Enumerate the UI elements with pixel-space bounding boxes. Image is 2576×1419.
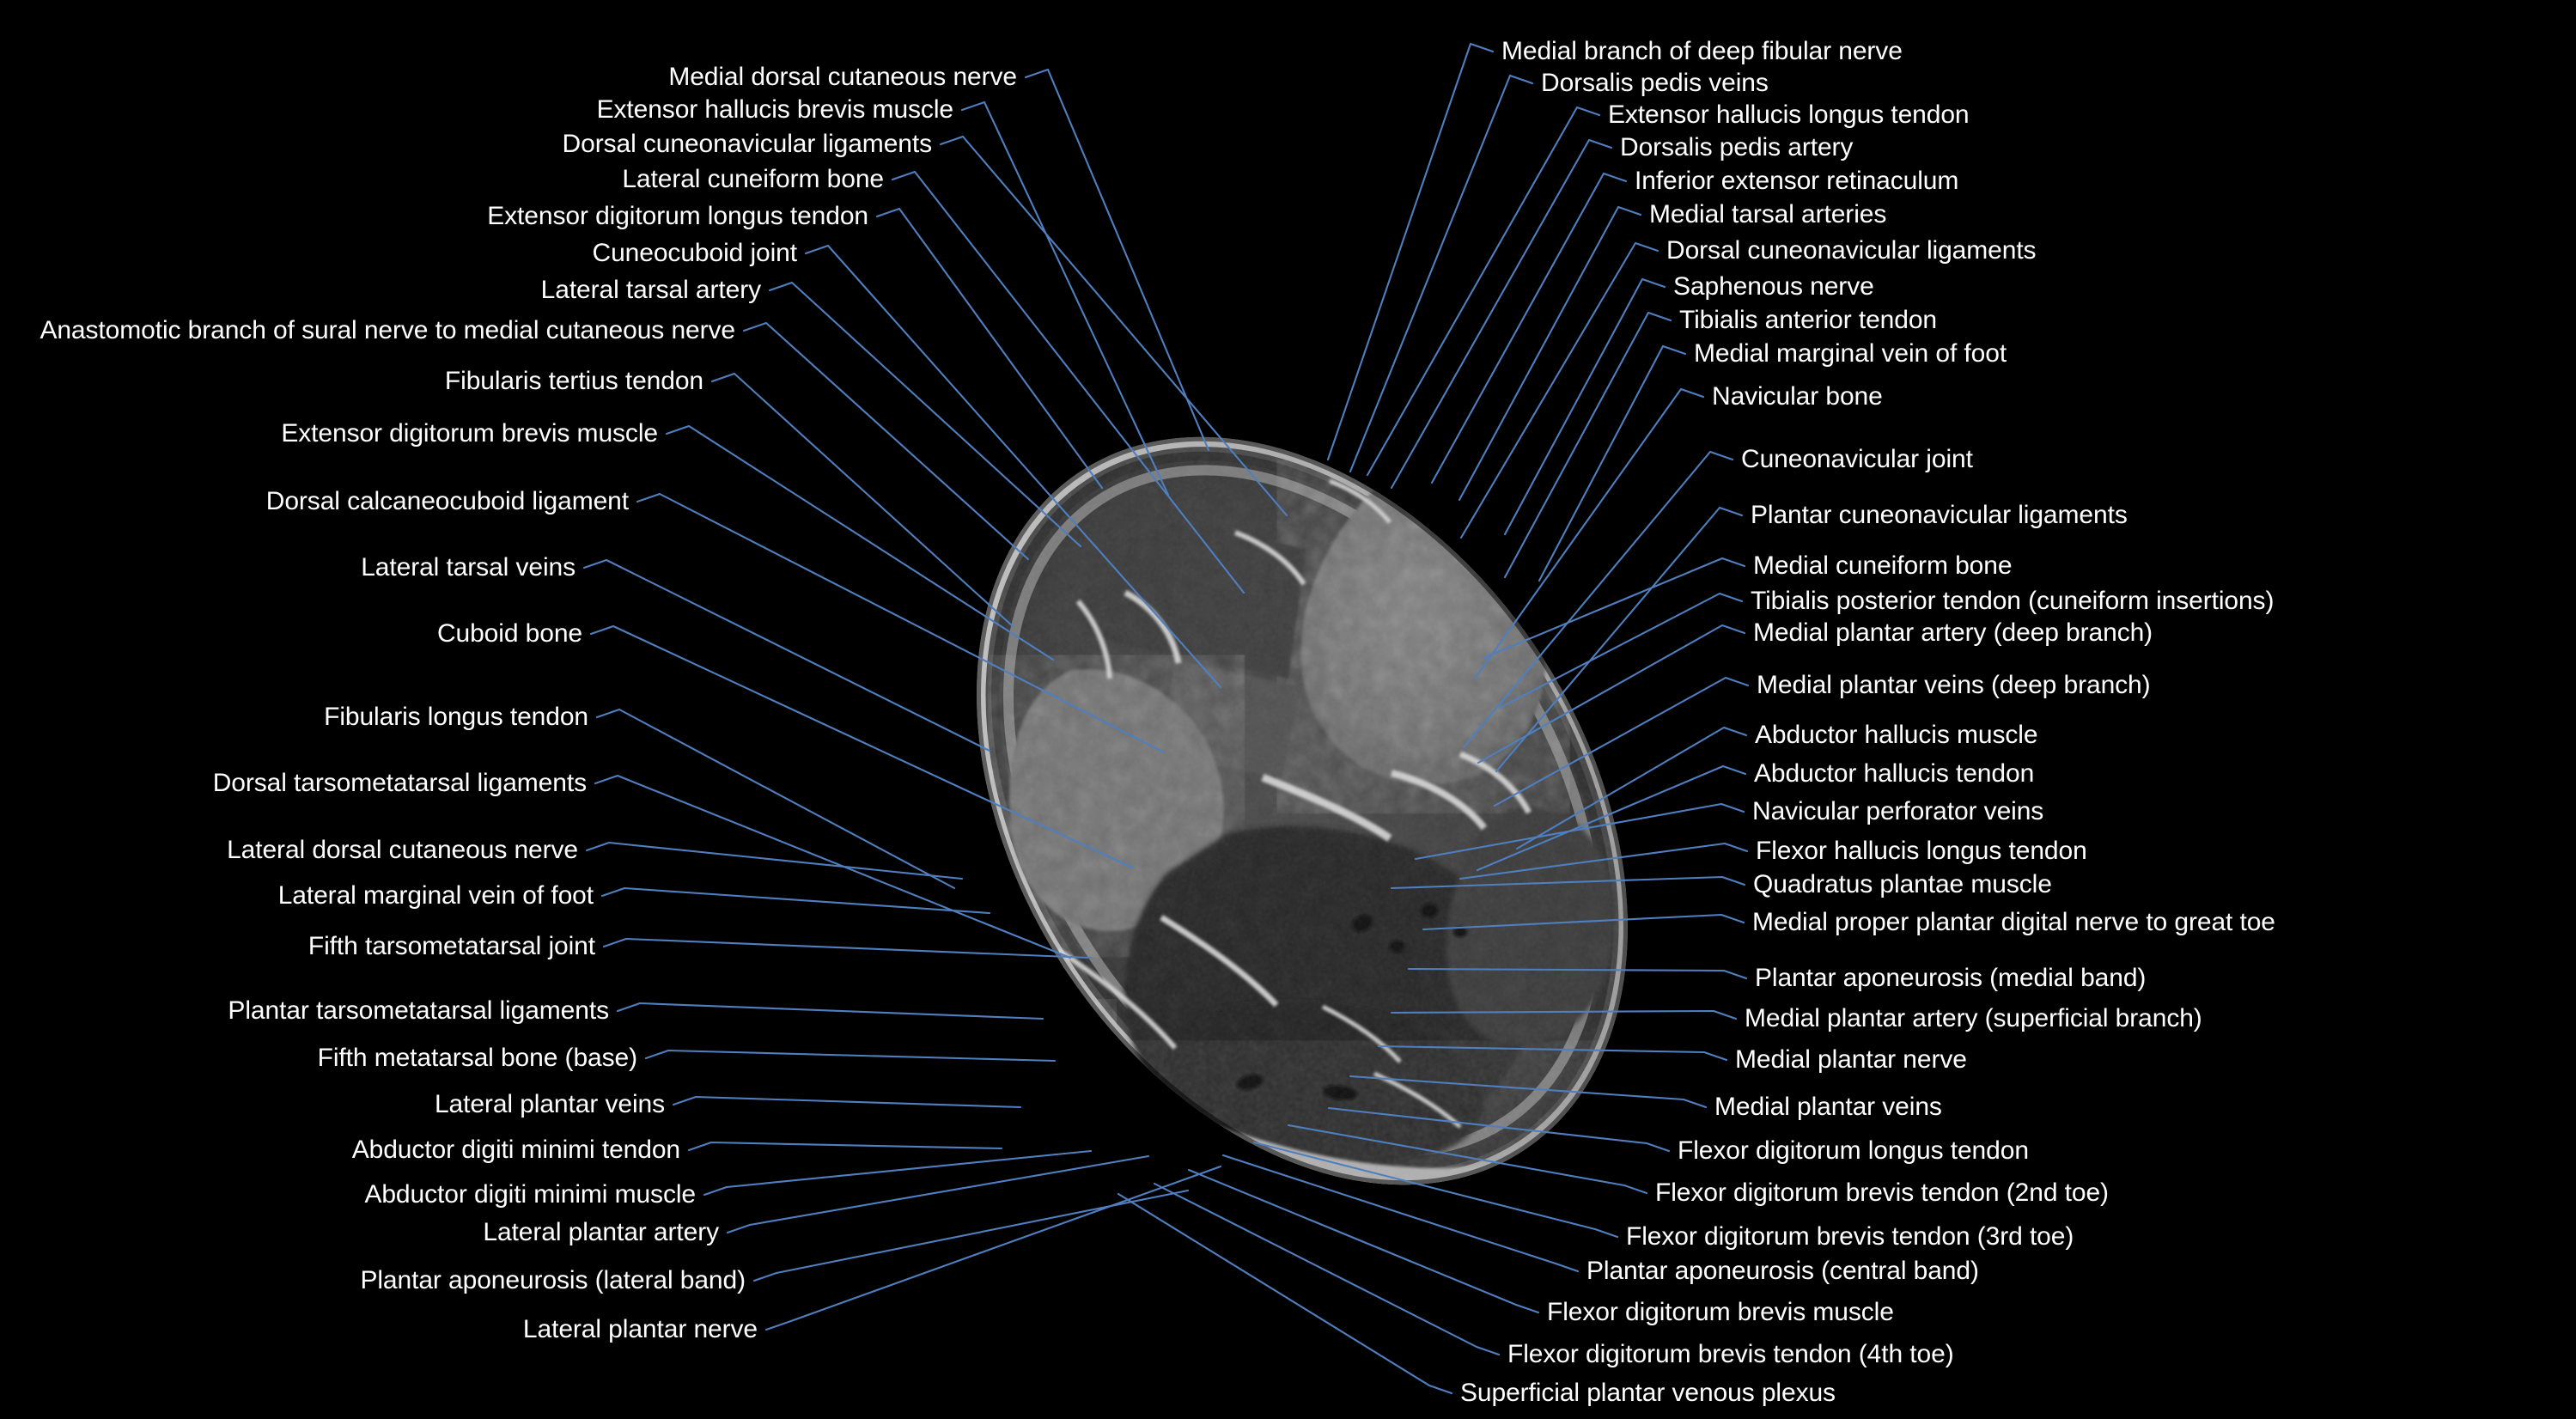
anatomy-label-medial-plantar-artery-superficial-branch[interactable]: Medial plantar artery (superficial branc… bbox=[1745, 1004, 2202, 1032]
anatomy-label-lateral-marginal-vein-of-foot[interactable]: Lateral marginal vein of foot bbox=[277, 881, 594, 910]
anatomy-label-navicular-bone[interactable]: Navicular bone bbox=[1712, 382, 1883, 411]
anatomy-label-lateral-cuneiform-bone[interactable]: Lateral cuneiform bone bbox=[622, 165, 884, 193]
anatomy-label-flexor-digitorum-brevis-tendon-3rd-toe[interactable]: Flexor digitorum brevis tendon (3rd toe) bbox=[1626, 1222, 2074, 1251]
anatomy-label-lateral-plantar-artery[interactable]: Lateral plantar artery bbox=[483, 1218, 719, 1246]
anatomy-label-plantar-cuneonavicular-ligaments[interactable]: Plantar cuneonavicular ligaments bbox=[1751, 501, 2128, 529]
anatomy-label-fifth-tarsometatarsal-joint[interactable]: Fifth tarsometatarsal joint bbox=[308, 932, 595, 960]
anatomy-label-tibialis-anterior-tendon[interactable]: Tibialis anterior tendon bbox=[1679, 306, 1937, 334]
anatomy-label-fibularis-longus-tendon[interactable]: Fibularis longus tendon bbox=[324, 703, 588, 731]
anatomy-label-flexor-digitorum-longus-tendon[interactable]: Flexor digitorum longus tendon bbox=[1678, 1136, 2029, 1165]
anatomy-label-medial-branch-of-deep-fibular-nerve[interactable]: Medial branch of deep fibular nerve bbox=[1501, 37, 1903, 65]
anatomy-label-flexor-digitorum-brevis-tendon-4th-toe[interactable]: Flexor digitorum brevis tendon (4th toe) bbox=[1507, 1340, 1954, 1368]
anatomy-label-medial-proper-plantar-digital-nerve-to-great-toe[interactable]: Medial proper plantar digital nerve to g… bbox=[1752, 908, 2275, 936]
anatomy-label-dorsalis-pedis-artery[interactable]: Dorsalis pedis artery bbox=[1620, 133, 1854, 161]
anatomy-label-extensor-digitorum-longus-tendon[interactable]: Extensor digitorum longus tendon bbox=[487, 202, 868, 230]
anatomy-label-flexor-digitorum-brevis-muscle[interactable]: Flexor digitorum brevis muscle bbox=[1547, 1298, 1894, 1326]
anatomy-label-medial-plantar-veins[interactable]: Medial plantar veins bbox=[1714, 1093, 1942, 1121]
anatomy-label-plantar-aponeurosis-central-band[interactable]: Plantar aponeurosis (central band) bbox=[1586, 1257, 1979, 1285]
anatomy-label-extensor-hallucis-longus-tendon[interactable]: Extensor hallucis longus tendon bbox=[1608, 100, 1970, 129]
anatomy-label-medial-plantar-veins-deep-branch[interactable]: Medial plantar veins (deep branch) bbox=[1757, 671, 2151, 699]
anatomy-label-cuneonavicular-joint[interactable]: Cuneonavicular joint bbox=[1741, 445, 1973, 473]
anatomy-label-quadratus-plantae-muscle[interactable]: Quadratus plantae muscle bbox=[1753, 870, 2052, 898]
anatomy-label-dorsal-cuneonavicular-ligaments[interactable]: Dorsal cuneonavicular ligaments bbox=[1666, 236, 2037, 265]
anatomy-label-abductor-digiti-minimi-muscle[interactable]: Abductor digiti minimi muscle bbox=[364, 1180, 696, 1209]
anatomy-label-plantar-aponeurosis-lateral-band[interactable]: Plantar aponeurosis (lateral band) bbox=[360, 1266, 746, 1294]
anatomy-label-medial-plantar-artery-deep-branch[interactable]: Medial plantar artery (deep branch) bbox=[1753, 618, 2153, 647]
anatomy-label-medial-tarsal-arteries[interactable]: Medial tarsal arteries bbox=[1649, 200, 1887, 228]
anatomy-label-lateral-dorsal-cutaneous-nerve[interactable]: Lateral dorsal cutaneous nerve bbox=[227, 836, 578, 864]
anatomy-label-medial-cuneiform-bone[interactable]: Medial cuneiform bone bbox=[1753, 551, 2013, 580]
anatomy-label-superficial-plantar-venous-plexus[interactable]: Superficial plantar venous plexus bbox=[1460, 1379, 1836, 1407]
anatomy-label-tibialis-posterior-tendon-cuneiform-insertions[interactable]: Tibialis posterior tendon (cuneiform ins… bbox=[1751, 587, 2275, 615]
anatomy-label-medial-plantar-nerve[interactable]: Medial plantar nerve bbox=[1735, 1045, 1967, 1074]
anatomy-label-flexor-hallucis-longus-tendon[interactable]: Flexor hallucis longus tendon bbox=[1756, 837, 2087, 865]
anatomy-label-dorsalis-pedis-veins[interactable]: Dorsalis pedis veins bbox=[1541, 69, 1769, 97]
anatomy-label-extensor-digitorum-brevis-muscle[interactable]: Extensor digitorum brevis muscle bbox=[281, 419, 658, 448]
anatomy-label-anastomotic-branch-of-sural-nerve-to-medial-cutaneous-nerve[interactable]: Anastomotic branch of sural nerve to med… bbox=[40, 316, 735, 344]
anatomy-label-extensor-hallucis-brevis-muscle[interactable]: Extensor hallucis brevis muscle bbox=[596, 95, 954, 124]
anatomy-label-dorsal-tarsometatarsal-ligaments[interactable]: Dorsal tarsometatarsal ligaments bbox=[212, 769, 587, 797]
anatomy-label-plantar-tarsometatarsal-ligaments[interactable]: Plantar tarsometatarsal ligaments bbox=[228, 996, 609, 1025]
anatomy-label-abductor-hallucis-tendon[interactable]: Abductor hallucis tendon bbox=[1754, 759, 2035, 788]
anatomy-label-flexor-digitorum-brevis-tendon-2nd-toe[interactable]: Flexor digitorum brevis tendon (2nd toe) bbox=[1655, 1178, 2109, 1207]
anatomy-label-abductor-hallucis-muscle[interactable]: Abductor hallucis muscle bbox=[1755, 721, 2038, 749]
anatomy-label-lateral-plantar-nerve[interactable]: Lateral plantar nerve bbox=[522, 1315, 758, 1343]
anatomy-label-cuboid-bone[interactable]: Cuboid bone bbox=[436, 619, 582, 648]
anatomy-label-lateral-plantar-veins[interactable]: Lateral plantar veins bbox=[434, 1090, 665, 1118]
anatomy-label-abductor-digiti-minimi-tendon[interactable]: Abductor digiti minimi tendon bbox=[351, 1136, 680, 1164]
anatomy-label-fibularis-tertius-tendon[interactable]: Fibularis tertius tendon bbox=[444, 367, 703, 395]
anatomy-label-plantar-aponeurosis-medial-band[interactable]: Plantar aponeurosis (medial band) bbox=[1755, 964, 2147, 992]
anatomy-label-lateral-tarsal-veins[interactable]: Lateral tarsal veins bbox=[361, 553, 575, 582]
anatomy-label-navicular-perforator-veins[interactable]: Navicular perforator veins bbox=[1752, 797, 2044, 825]
anatomy-label-medial-dorsal-cutaneous-nerve[interactable]: Medial dorsal cutaneous nerve bbox=[668, 63, 1017, 91]
anatomy-label-dorsal-cuneonavicular-ligaments[interactable]: Dorsal cuneonavicular ligaments bbox=[562, 130, 933, 158]
anatomy-label-inferior-extensor-retinaculum[interactable]: Inferior extensor retinaculum bbox=[1635, 167, 1959, 195]
anatomy-label-fifth-metatarsal-bone-base[interactable]: Fifth metatarsal bone (base) bbox=[317, 1044, 637, 1072]
anatomy-label-cuneocuboid-joint[interactable]: Cuneocuboid joint bbox=[592, 239, 798, 267]
anatomy-label-saphenous-nerve[interactable]: Saphenous nerve bbox=[1673, 272, 1874, 301]
anatomy-label-medial-marginal-vein-of-foot[interactable]: Medial marginal vein of foot bbox=[1694, 339, 2007, 368]
anatomy-label-lateral-tarsal-artery[interactable]: Lateral tarsal artery bbox=[540, 276, 761, 304]
anatomy-label-dorsal-calcaneocuboid-ligament[interactable]: Dorsal calcaneocuboid ligament bbox=[265, 487, 629, 515]
